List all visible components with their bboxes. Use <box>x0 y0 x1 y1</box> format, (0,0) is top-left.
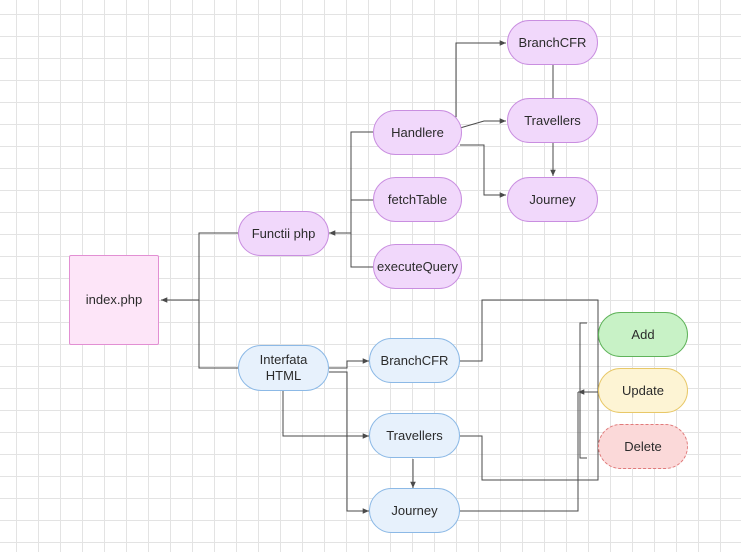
delete-node[interactable]: Delete <box>598 424 688 469</box>
travellers-top-node[interactable]: Travellers <box>507 98 598 143</box>
add-node[interactable]: Add <box>598 312 688 357</box>
edge-execute-to-functii <box>350 233 373 268</box>
edge-functii-to-index <box>161 232 238 303</box>
edge-travellers-to-actions <box>460 392 599 481</box>
edge-interfata-to-branch <box>329 358 369 369</box>
branch-cfr-top-node[interactable]: BranchCFR <box>507 20 598 65</box>
interfata-html-node[interactable]: Interfata HTML <box>238 345 329 391</box>
update-node[interactable]: Update <box>598 368 688 413</box>
branch-cfr-bottom-node[interactable]: BranchCFR <box>369 338 460 383</box>
edge-journey-to-actions <box>460 392 579 512</box>
handlere-node[interactable]: Handlere <box>373 110 462 155</box>
edge-branch-to-actions <box>460 299 599 395</box>
edge-handlere-to-journey <box>460 144 506 198</box>
edge-handlere-to-branch <box>455 40 506 117</box>
edge-interfata-to-journey <box>329 371 369 514</box>
execute-query-node[interactable]: executeQuery <box>373 244 462 289</box>
edge-interfata-to-index <box>198 300 238 369</box>
index-php-node[interactable]: index.php <box>69 255 159 345</box>
edge-handlere-to-travellers <box>459 118 506 129</box>
journey-bottom-node[interactable]: Journey <box>369 488 460 533</box>
fetch-table-node[interactable]: fetchTable <box>373 177 462 222</box>
travellers-bottom-node[interactable]: Travellers <box>369 413 460 458</box>
edge-interfata-to-travellers <box>282 391 369 439</box>
functii-php-node[interactable]: Functii php <box>238 211 329 256</box>
edge-handlere-to-functii <box>329 131 373 236</box>
actions-bracket <box>579 322 587 459</box>
journey-top-node[interactable]: Journey <box>507 177 598 222</box>
